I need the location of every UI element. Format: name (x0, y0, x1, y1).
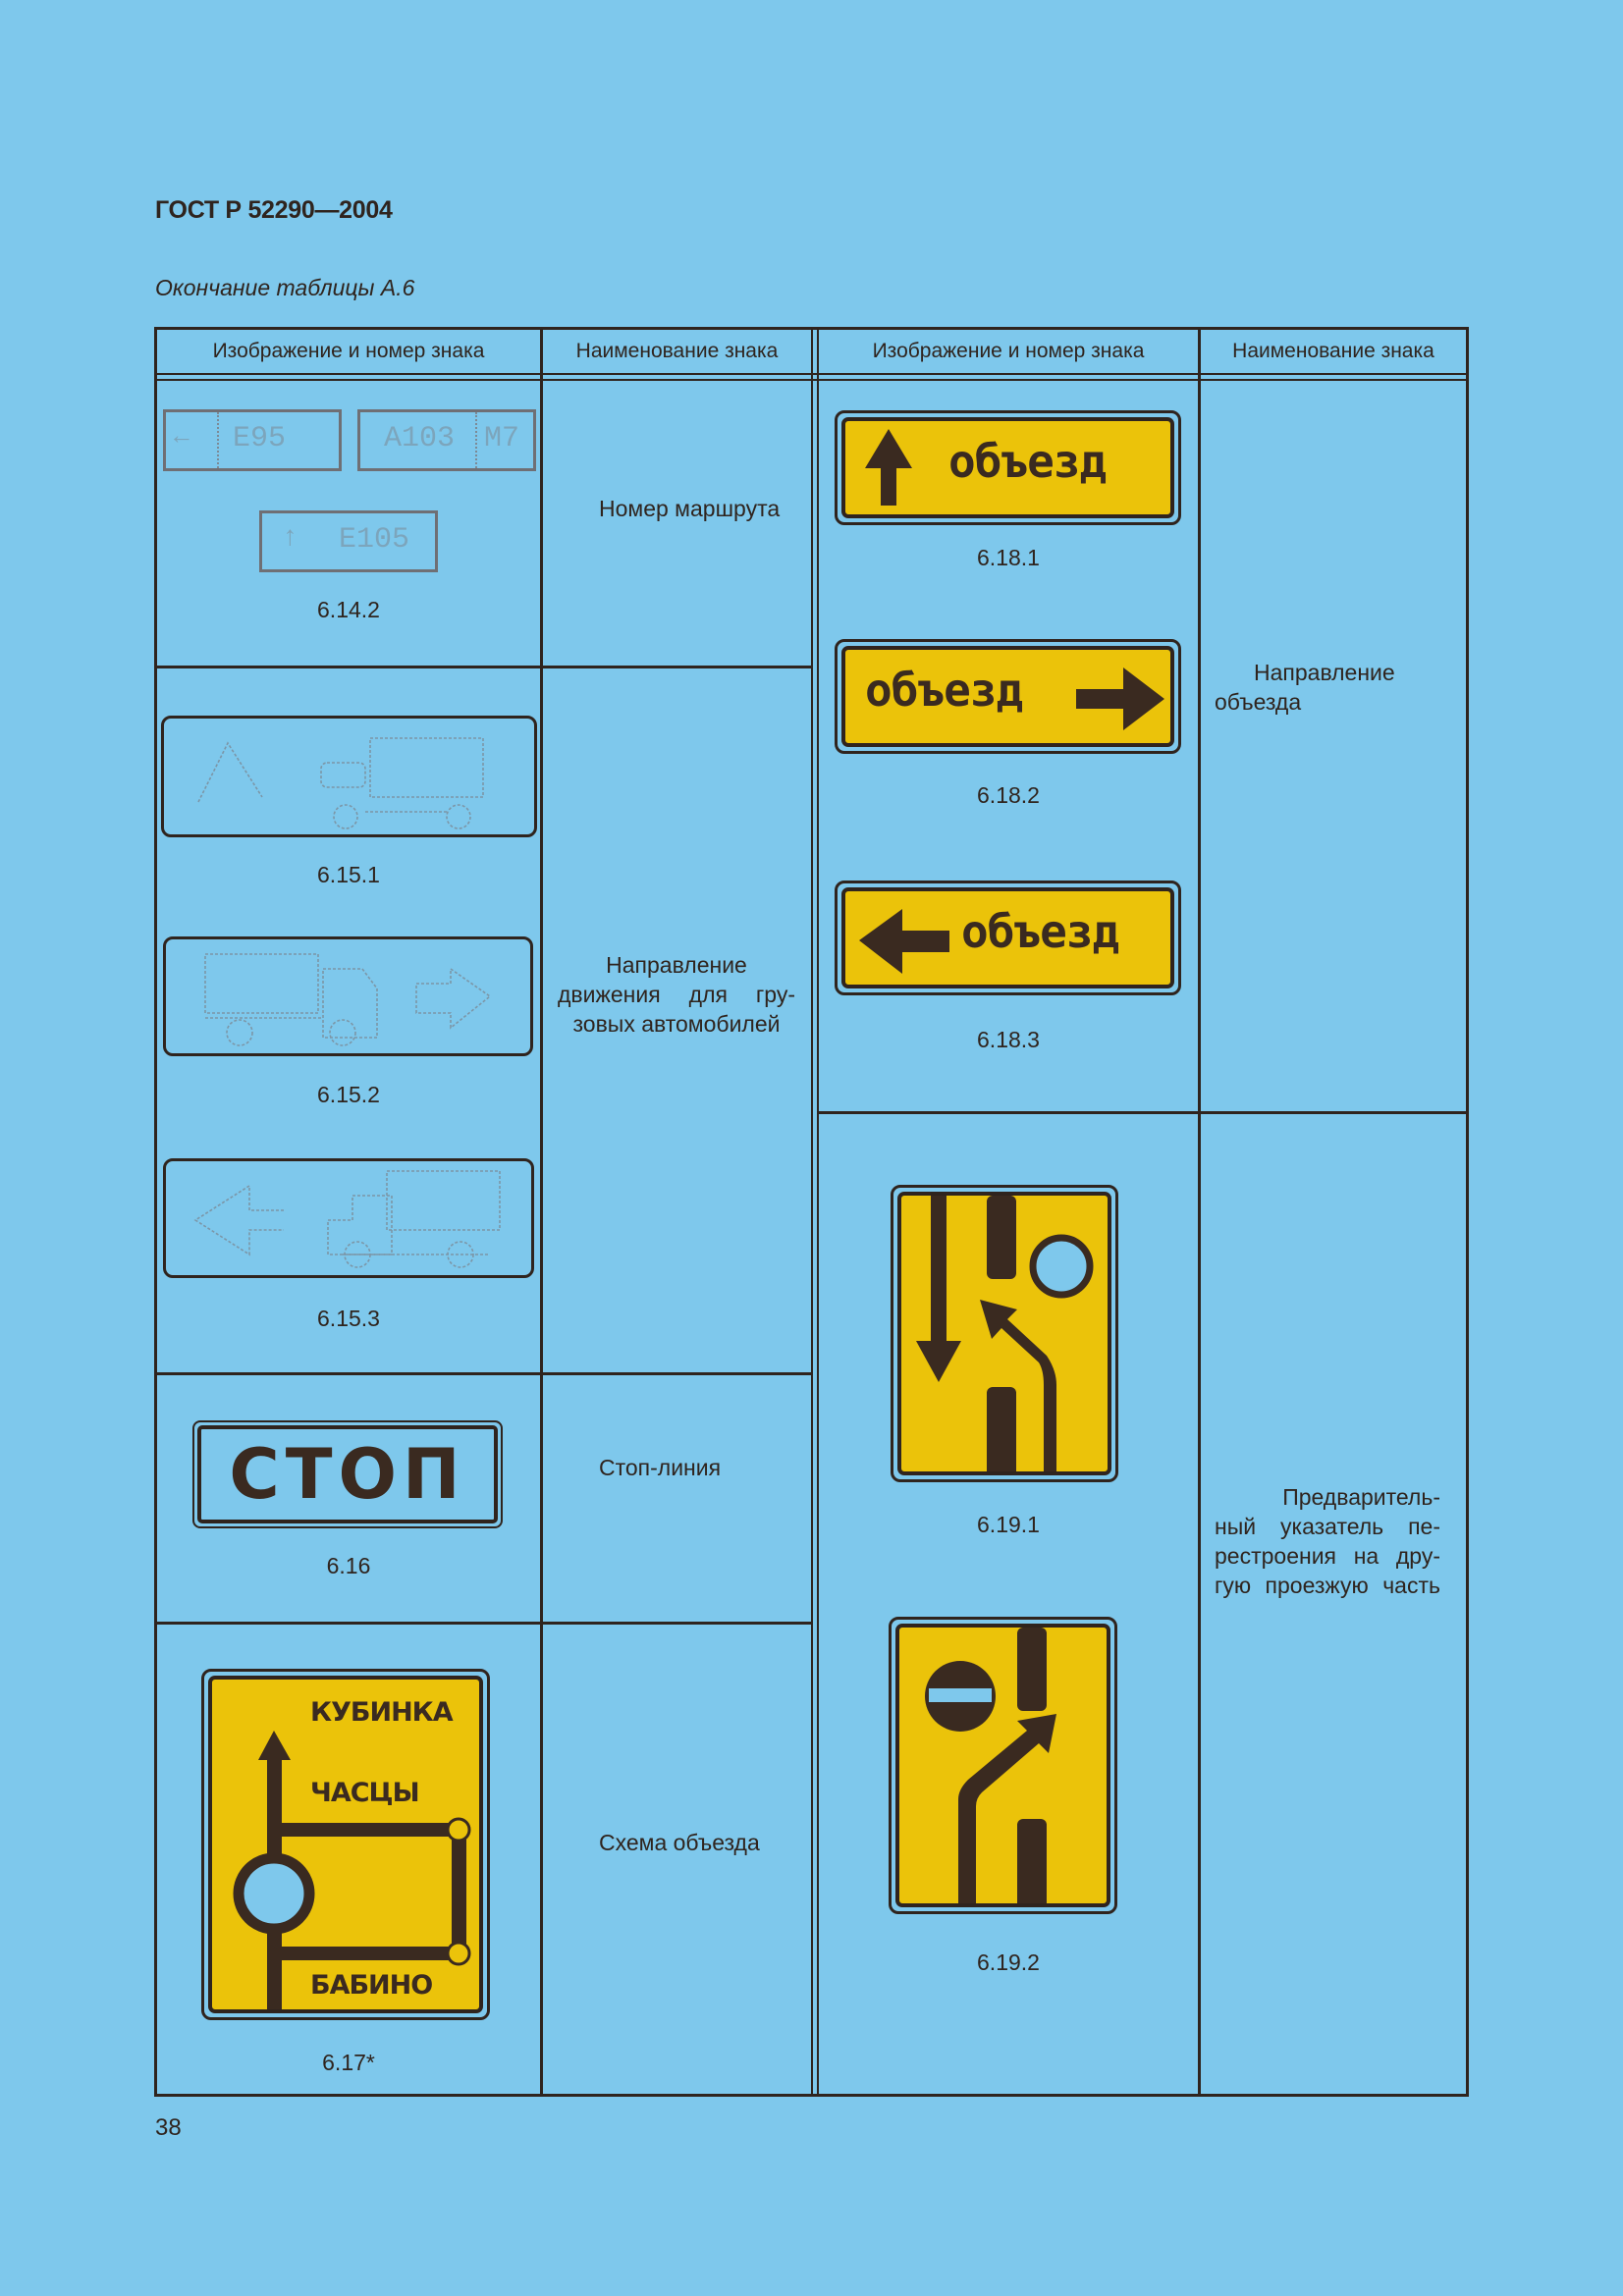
table-caption: Окончание таблицы А.6 (155, 275, 415, 300)
row-divider (817, 1111, 1469, 1114)
detour-sign-6-18-3: объезд (835, 881, 1181, 995)
truck-left-arrow-icon (193, 1170, 501, 1268)
sign-name: Схема объезда (599, 1830, 760, 1855)
place-label: ЧАСЦЫ (310, 1778, 420, 1808)
sign-number: 6.18.3 (977, 1027, 1040, 1052)
stop-text: СТОП (229, 1434, 466, 1515)
sign-number: 6.15.3 (317, 1306, 380, 1331)
table-right-border (1466, 327, 1469, 2097)
detour-sign-6-18-2: объезд (835, 639, 1181, 754)
truck-right-arrow-icon (204, 953, 492, 1046)
sign-number: 6.15.2 (317, 1082, 380, 1107)
arrow-left-icon: ← (174, 422, 189, 452)
sign-number: 6.18.2 (977, 782, 1040, 808)
arrow-left-icon (859, 909, 949, 974)
column-header: Наименование знака (575, 340, 779, 362)
place-label: КУБИНКА (310, 1697, 454, 1728)
lane-change-sign-6-19-2 (889, 1617, 1117, 1914)
column-header: Изображение и номер знака (872, 340, 1145, 362)
row-divider (154, 1622, 813, 1625)
row-divider (154, 666, 813, 668)
lane-change-sign-6-19-1 (891, 1185, 1118, 1482)
route-sign-a103-m7: А103 М7 (357, 409, 536, 471)
sign-number: 6.19.1 (977, 1512, 1040, 1537)
arrow-right-icon (1076, 667, 1164, 730)
sign-number: 6.17* (322, 2050, 375, 2075)
sign-number: 6.14.2 (317, 597, 380, 622)
route-sign-e95: ← Е95 (163, 409, 342, 471)
arrow-up-icon (865, 429, 912, 506)
row-divider (154, 1372, 813, 1375)
place-label: БАБИНО (310, 1970, 433, 2001)
column-divider (811, 327, 813, 2097)
column-header: Изображение и номер знака (212, 340, 485, 362)
truck-sign-6-15-2 (163, 936, 533, 1056)
truck-sign-6-15-3 (163, 1158, 534, 1278)
column-divider (1198, 327, 1201, 2097)
sign-name: Направление объезда (1215, 660, 1395, 715)
table-left-border (154, 327, 157, 2097)
detour-scheme-sign: КУБИНКА ЧАСЦЫ БАБИНО (201, 1669, 490, 2020)
document-title: ГОСТ Р 52290—2004 (155, 196, 393, 224)
sign-number: 6.18.1 (977, 545, 1040, 570)
truck-sign-6-15-1 (161, 716, 537, 837)
sign-number: 6.15.1 (317, 862, 380, 887)
detour-sign-6-18-1: объезд (835, 410, 1181, 525)
stop-line-sign: СТОП (192, 1420, 503, 1528)
lane-change-right-icon (925, 1628, 1056, 1903)
column-divider (540, 327, 543, 2097)
lane-change-left-icon (916, 1196, 1094, 1471)
column-divider (817, 327, 819, 2097)
sign-name: Номер маршрута (599, 496, 781, 521)
sign-number: 6.16 (326, 1553, 371, 1578)
arrow-up-icon: ↑ (282, 523, 298, 554)
detour-scheme-icon (233, 1731, 471, 2009)
column-header: Наименование знака (1232, 340, 1434, 362)
truck-up-arrow-icon (197, 737, 484, 829)
page-number: 38 (155, 2114, 182, 2141)
sign-name: Направление движения для гру- зовых авто… (558, 952, 795, 1037)
sign-number: 6.19.2 (977, 1949, 1040, 1975)
route-sign-e105: ↑ Е105 (259, 510, 438, 572)
sign-name: Предваритель- ный указатель пе- рестроен… (1215, 1484, 1440, 1598)
sign-name: Стоп-линия (599, 1455, 722, 1480)
